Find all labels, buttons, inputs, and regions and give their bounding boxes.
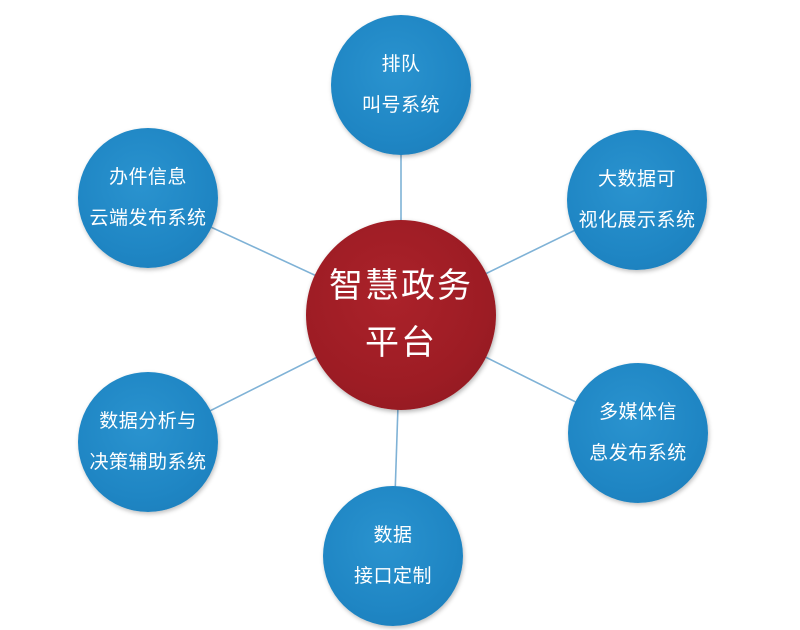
- hub-smart-government-platform: 智慧政务 平台: [306, 220, 496, 410]
- hub-label-line-1: 智慧政务: [329, 266, 473, 306]
- node-big-data-visualization: 大数据可 视化展示系统: [567, 130, 707, 270]
- node-data-interface: 数据 接口定制: [323, 486, 463, 626]
- node-label-line-1: 排队: [381, 53, 421, 75]
- node-label-line-2: 息发布系统: [589, 442, 687, 464]
- node-label-line-1: 多媒体信: [598, 401, 677, 423]
- node-label-line-1: 大数据可: [597, 168, 676, 190]
- node-multimedia-publishing: 多媒体信 息发布系统: [568, 363, 708, 503]
- node-office-cloud-publishing: 办件信息 云端发布系统: [78, 128, 218, 268]
- node-label-line-1: 数据分析与: [99, 410, 197, 432]
- node-label-line-2: 叫号系统: [361, 94, 440, 116]
- node-queue-system: 排队 叫号系统: [331, 15, 471, 155]
- node-label-line-2: 视化展示系统: [578, 209, 696, 231]
- node-data-analysis-decision: 数据分析与 决策辅助系统: [78, 372, 218, 512]
- node-label-line-2: 决策辅助系统: [89, 451, 207, 473]
- node-label-line-1: 办件信息: [108, 166, 187, 188]
- hub-label-line-2: 平台: [365, 323, 437, 363]
- node-label-line-1: 数据: [373, 524, 413, 546]
- node-label-line-2: 接口定制: [353, 565, 432, 587]
- node-label-line-2: 云端发布系统: [89, 207, 207, 229]
